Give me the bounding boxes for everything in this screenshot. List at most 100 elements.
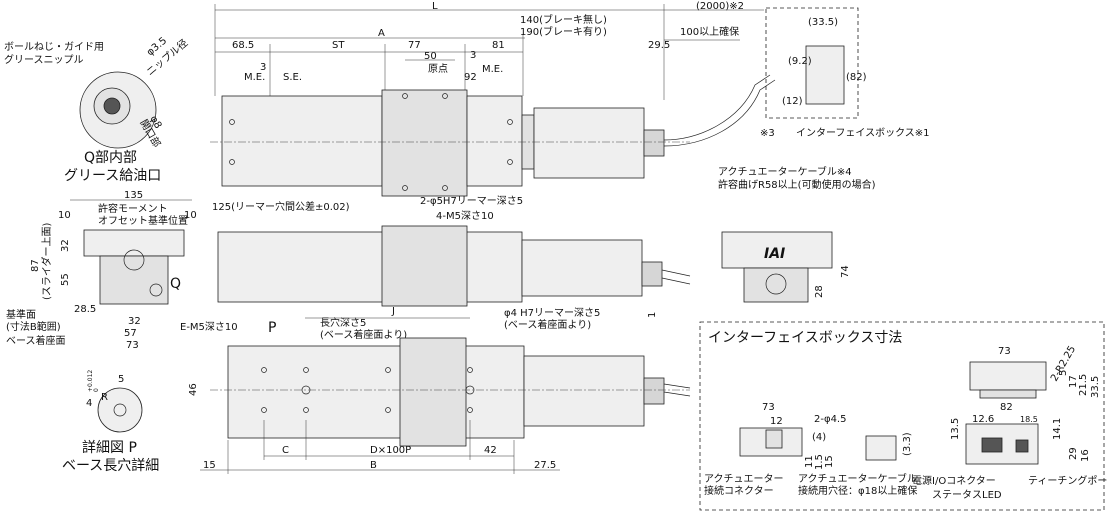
label-long-hole1: 長穴深さ5 <box>320 316 366 329</box>
dim-87: 87 <box>30 259 41 272</box>
dim-92: 92 <box>464 72 477 83</box>
label-p: P <box>268 320 276 336</box>
detail-title2: ベース長穴詳細 <box>62 458 159 474</box>
dim-32b: 32 <box>128 316 141 327</box>
ifbox-d33-5: 33.5 <box>1090 376 1101 398</box>
dim-135: 135 <box>124 190 143 201</box>
ifbox-d4: (4) <box>812 432 826 443</box>
dim-5: 5 <box>118 374 124 385</box>
dim-33-5: (33.5) <box>808 17 838 28</box>
dim-J: J <box>391 306 395 317</box>
dim-10b: 10 <box>184 210 197 221</box>
label-ifbox: インターフェイスボックス※1 <box>796 127 930 139</box>
label-origin: 原点 <box>428 63 448 75</box>
label-cable2: 許容曲げR58以上(可動使用の場合) <box>718 178 876 191</box>
label-ref2: (寸法B範囲) <box>6 320 61 333</box>
ifbox-conn1: アクチュエーター <box>704 473 784 485</box>
ifbox-d11: 11 <box>804 455 815 468</box>
label-ballscrew1: ボールねじ・ガイド用 <box>4 41 104 53</box>
label-me2: M.E. <box>482 64 503 75</box>
ifbox-2phi45: 2-φ4.5 <box>814 414 846 425</box>
dim-46: 46 <box>188 383 199 396</box>
ifbox-d21-5: 21.5 <box>1078 374 1089 396</box>
dim-32a: 32 <box>60 239 71 252</box>
dim-R: R <box>101 392 108 403</box>
dim-3b: 3 <box>470 50 476 61</box>
label-long-hole2: (ベース着座面より) <box>320 328 407 341</box>
dim-74: 74 <box>840 265 851 278</box>
label-q: Q <box>170 276 181 292</box>
dim-C: C <box>282 445 289 456</box>
q-title1: Q部内部 <box>84 150 137 166</box>
end-view-right: IAI 28 74 <box>721 231 851 303</box>
dim-81: 81 <box>492 40 505 51</box>
ifbox-cable1: アクチュエーターケーブル <box>798 472 917 485</box>
label-em5: E-M5深さ10 <box>180 321 238 333</box>
dim-L: L <box>432 1 438 12</box>
dim-77: 77 <box>408 40 421 51</box>
dim-brake-yes: 190(ブレーキ有り) <box>520 25 607 38</box>
dim-73: 73 <box>126 340 139 351</box>
dim-29-5: 29.5 <box>648 40 670 51</box>
dim-10a: 10 <box>58 210 71 221</box>
label-slider-top: (スライダー上面) <box>40 222 53 300</box>
ifbox-cable2: 接続用穴径：φ18以上確保 <box>798 484 917 497</box>
ifbox-d18-5: 18.5 <box>1020 415 1038 424</box>
label-iai: IAI <box>764 246 785 262</box>
dim-tol0: 0 <box>93 388 100 392</box>
ifbox-power: 電源I/Oコネクター <box>912 474 996 487</box>
label-ref1: 基準面 <box>6 308 36 321</box>
dim-50: 50 <box>424 51 437 62</box>
ifbox-d13-5: 13.5 <box>950 418 961 440</box>
dim-68-5: 68.5 <box>232 40 254 51</box>
dim-1: 1 <box>647 312 658 318</box>
label-moment2: オフセット基準位置 <box>98 214 188 227</box>
dim-4m5: 4-M5深さ10 <box>436 210 494 222</box>
dim-28: 28 <box>814 285 825 298</box>
dim-2phi5: 2-φ5H7リーマー深さ5 <box>420 195 523 207</box>
dim-28-5: 28.5 <box>74 304 96 315</box>
dim-27-5: 27.5 <box>534 460 556 471</box>
ifbox-status: ステータスLED <box>932 489 1002 501</box>
ifbox-d3-3: (3.3) <box>902 432 913 456</box>
dim-tol: +0.012 <box>87 370 94 392</box>
dim-clearance: 100以上確保 <box>680 25 739 38</box>
detail-p: 5 4 +0.012 0 R 詳細図 P ベース長穴詳細 <box>62 370 159 474</box>
dim-D: D×100P <box>370 445 411 456</box>
label-base-mount: ベース着座面 <box>6 334 66 347</box>
ifbox-d29: 29 <box>1068 447 1079 460</box>
label-ballscrew2: グリースニップル <box>4 53 84 66</box>
ifbox-d73a: 73 <box>998 346 1011 357</box>
side-view: 1 <box>217 225 691 318</box>
ifbox-d12: 12 <box>770 416 783 427</box>
label-phi4-2: (ベース着座面より) <box>504 318 591 331</box>
detail-title1: 詳細図 P <box>82 440 137 456</box>
dim-A: A <box>378 28 385 39</box>
ifbox-title: インターフェイスボックス寸法 <box>708 330 902 346</box>
dim-9-2: (9.2) <box>788 56 812 67</box>
dim-15: 15 <box>203 460 216 471</box>
ifbox-d17: 17 <box>1068 375 1079 388</box>
label-phi4-1: φ4 H7リーマー深さ5 <box>504 307 600 319</box>
label-me1: M.E. <box>244 72 265 83</box>
end-view-left: 135 10 10 許容モーメント オフセット基準位置 Q 87 (スライダー上… <box>6 190 197 351</box>
ifbox-d5: 5 <box>1058 370 1069 376</box>
dim-4tol: 4 <box>86 398 92 409</box>
dim-125: 125(リーマー穴間公差±0.02) <box>212 200 350 213</box>
dim-42: 42 <box>484 445 497 456</box>
dim-82v: (82) <box>846 72 867 83</box>
dim-55: 55 <box>60 273 71 286</box>
ifbox-teaching: ティーチングポート <box>1028 474 1108 487</box>
label-moment1: 許容モーメント <box>98 202 168 215</box>
ifbox-d82: 82 <box>1000 402 1013 413</box>
dim-3a: 3 <box>260 62 266 73</box>
q-title2: グリース給油口 <box>64 168 161 184</box>
ifbox-d16: 16 <box>1080 449 1091 462</box>
ifbox-d12-6: 12.6 <box>972 414 994 425</box>
ifbox-conn2: 接続コネクター <box>704 484 774 497</box>
ifbox-d1-5: 1.5 <box>814 454 825 470</box>
bottom-view: E-M5深さ10 P 長穴深さ5 (ベース着座面より) J φ4 H7リーマー深… <box>180 306 691 474</box>
ifbox-section: インターフェイスボックス寸法 73 2-R2.25 5 17 21.5 33.5… <box>699 321 1108 511</box>
dim-2000: (2000)※2 <box>696 1 744 12</box>
ifbox-d73b: 73 <box>762 402 775 413</box>
